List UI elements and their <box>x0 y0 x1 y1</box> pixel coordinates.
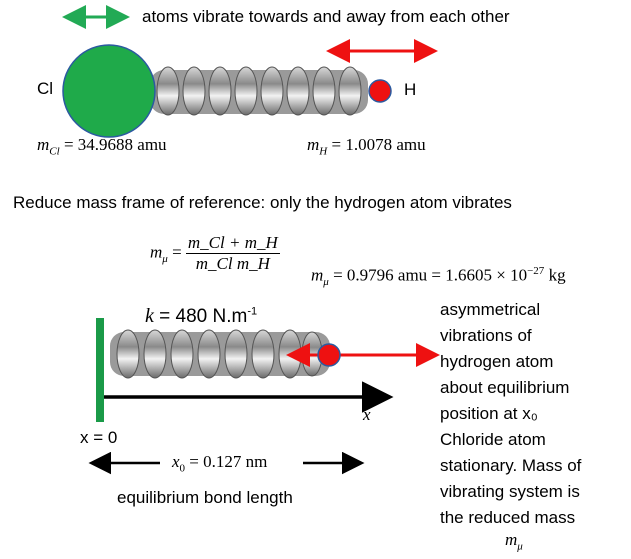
spring-top <box>150 66 368 116</box>
reduced-mass-title: Reduce mass frame of reference: only the… <box>13 193 512 212</box>
spring-constant: k = 480 N.m-1 <box>145 305 258 327</box>
chlorine-mass: mCl = 34.9688 amu <box>37 135 167 158</box>
hydrogen-atom-bottom <box>317 343 341 367</box>
description-line: stationary. Mass of <box>440 456 582 475</box>
hydrogen-mass: mH = 1.0078 amu <box>307 135 426 158</box>
description-line: hydrogen atom <box>440 352 554 371</box>
description-line: vibrating system is <box>440 482 580 501</box>
bond-length-caption: equilibrium bond length <box>117 488 293 507</box>
description-line: about equilibrium <box>440 378 570 397</box>
description-line: Chloride atom <box>440 430 546 449</box>
description-line: asymmetrical <box>440 300 541 319</box>
hydrogen-label: H <box>404 80 417 99</box>
fixed-wall <box>96 318 104 422</box>
chlorine-atom <box>62 44 156 138</box>
spring-bottom <box>110 329 330 379</box>
description-block: asymmetrical vibrations of hydrogen atom… <box>440 297 581 531</box>
formula-denominator: m_Cl m_H <box>195 254 270 273</box>
x-axis-label: x <box>363 405 371 424</box>
description-line: position at x₀ <box>440 404 538 423</box>
reduced-mass-formula: mμ = m_Cl + m_H m_Cl m_H <box>150 233 280 273</box>
description-line: the reduced mass <box>440 508 576 527</box>
hydrogen-atom-top <box>368 79 392 103</box>
chlorine-label: Cl <box>37 79 54 98</box>
description-line: vibrations of <box>440 326 532 345</box>
vibration-caption: atoms vibrate towards and away from each… <box>142 7 510 26</box>
reduced-mass-value: mμ = 0.9796 amu = 1.6605 × 10−27 kg <box>311 265 566 289</box>
formula-numerator: m_Cl + m_H <box>185 233 280 254</box>
equilibrium-distance: x0 = 0.127 nm <box>172 452 268 475</box>
x-zero-label: x = 0 <box>80 428 118 447</box>
reduced-mass-footer: mμ <box>505 530 523 553</box>
